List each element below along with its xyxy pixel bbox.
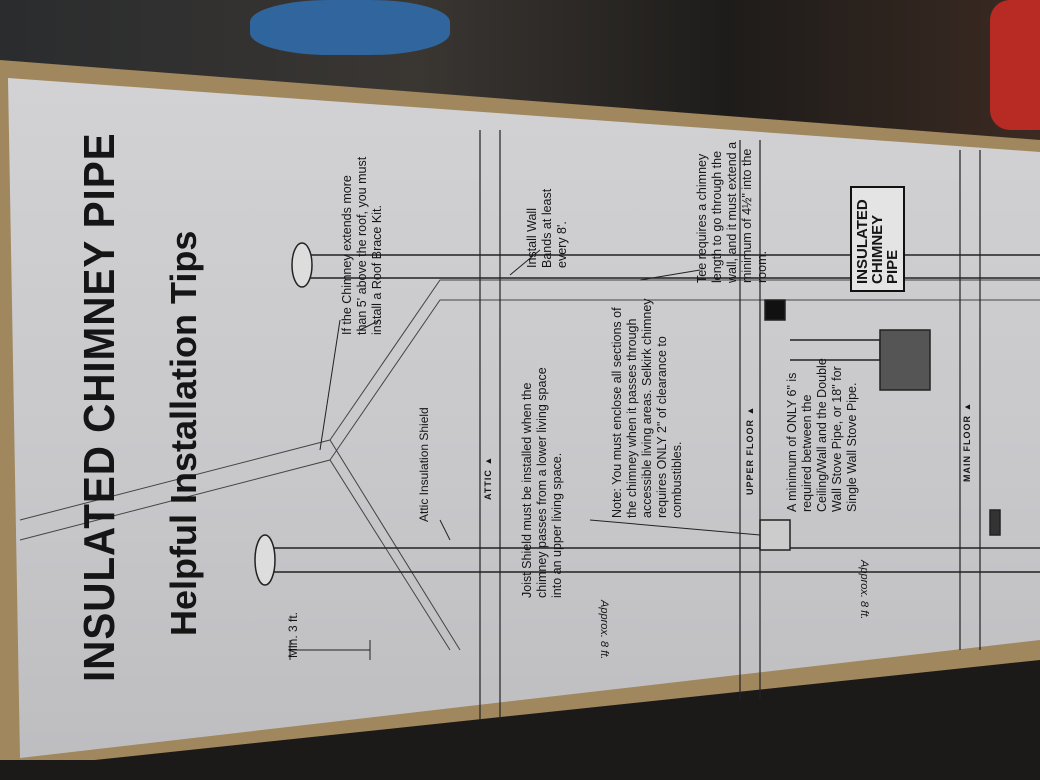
box-subtitle: Helpful Installation Tips xyxy=(163,230,204,636)
attic-label: ATTIC ▲ xyxy=(483,455,493,500)
blue-rope xyxy=(250,0,450,55)
clearance-tip: A minimum of ONLY 6" is required between… xyxy=(785,358,859,512)
main-floor-label: MAIN FLOOR ▲ xyxy=(962,401,972,482)
wall-bands-tip: Install Wall Bands at least every 8'. xyxy=(525,188,569,268)
pointer-lines xyxy=(289,249,761,660)
approx-height-label: Approx. 8 ft. xyxy=(598,600,610,660)
box-title: INSULATED CHIMNEY PIPE xyxy=(75,132,124,683)
tee-tip: Tee requires a chimney length to go thro… xyxy=(695,141,769,283)
red-object xyxy=(990,0,1040,130)
stove-pipe-tee xyxy=(764,299,931,391)
attic-insulation-shield-label: Attic Insulation Shield xyxy=(417,407,431,522)
enclosure-note: Note: You must enclose all sections of t… xyxy=(610,298,684,518)
upper-chimney-pipe xyxy=(291,242,1040,288)
roof-lines xyxy=(19,279,1040,651)
lower-chimney-pipe xyxy=(254,509,1040,586)
upper-floor-label: UPPER FLOOR ▲ xyxy=(745,405,755,495)
floor-lines xyxy=(479,130,981,720)
min-height-label: Min. 3 ft. xyxy=(286,611,300,658)
roof-brace-tip: If the Chimney extends more than 5' abov… xyxy=(340,156,384,335)
joist-shield-tip: Joist Shield must be installed when the … xyxy=(520,367,564,598)
approx-height-label-2: Approx. 8 ft. xyxy=(858,560,870,620)
insulated-chimney-pipe-logo: INSULATED CHIMNEY PIPE xyxy=(850,186,905,292)
